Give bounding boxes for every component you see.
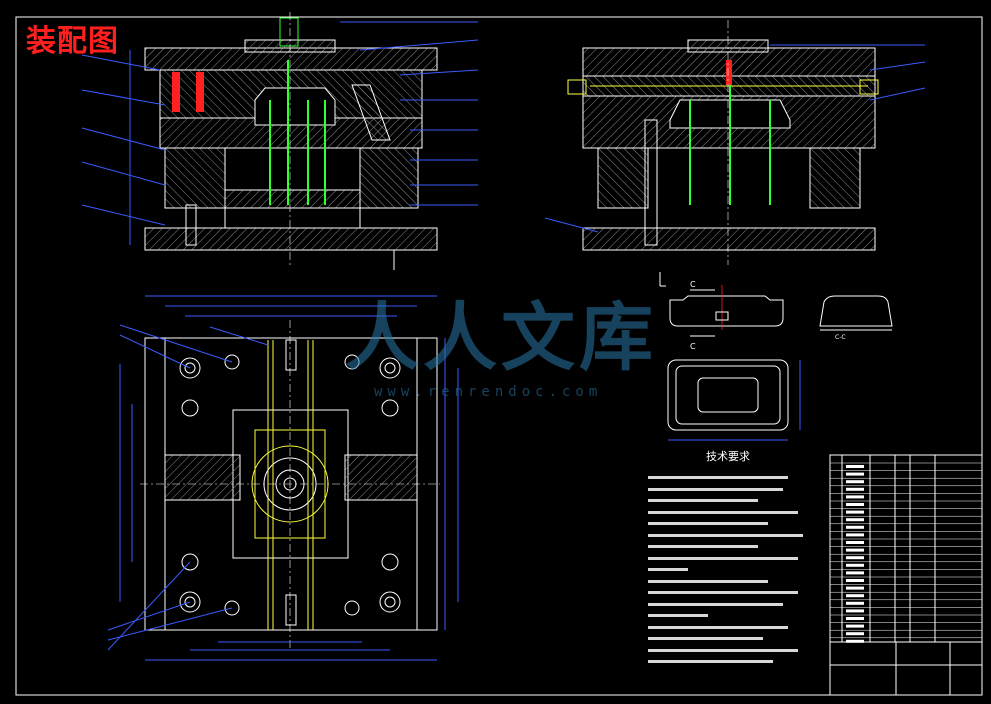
bom-cell [846,571,864,575]
tech-requirement-line [648,656,833,668]
tech-requirement-line [648,622,833,634]
bom-cell [846,594,864,598]
bom-cell [846,617,864,620]
bom-cell [846,480,864,484]
tech-requirement-line [648,576,833,588]
bom-cell [846,579,864,582]
tech-requirement-line [648,564,833,576]
bom-cell [846,487,864,491]
bom-cell [846,624,864,628]
tech-requirement-line [648,507,833,519]
tech-requirement-line [648,587,833,599]
tech-requirement-line [648,495,833,507]
tech-requirement-line [648,541,833,553]
title-block [829,454,983,696]
side-section-view [544,20,926,265]
tech-requirement-line [648,599,833,611]
part-views [659,272,893,441]
bom-cell [846,609,864,613]
bom-cell [846,465,864,468]
bom-cell [846,495,864,499]
bom-cell [846,541,864,544]
bom-cell [846,525,864,529]
plan-view [107,295,459,661]
drawing-title: 装配图 [26,24,119,59]
bom-cell [846,548,864,552]
tech-requirements-list [648,472,833,668]
tech-requirement-line [648,484,833,496]
bom-cell [846,472,864,476]
bom-cell [846,510,864,514]
tech-requirement-line [648,530,833,542]
bom-cell [846,556,864,560]
bom-cell [846,586,864,590]
tech-requirement-line [648,553,833,565]
bom-cell [846,518,864,522]
outer-frame [15,16,983,696]
watermark-logo: 人人文库 [345,295,657,381]
front-section-view [81,12,479,270]
section-mark-top: C [690,280,696,289]
bom-cell [846,632,864,636]
tech-requirement-line [648,610,833,622]
bom-cell [846,639,864,643]
bom-cell [846,533,864,537]
tech-requirement-line [648,472,833,484]
tech-requirements-title: 技术要求 [706,450,750,463]
section-view-label: C-C [835,334,846,341]
bom-cell [846,503,864,506]
tech-requirement-line [648,645,833,657]
bom-cell [846,601,864,605]
section-mark-bottom: C [690,342,696,351]
watermark-url: www.renrendoc.com [374,384,603,400]
tech-requirement-line [648,518,833,530]
tech-requirement-line [648,633,833,645]
bom-cell [846,563,864,567]
